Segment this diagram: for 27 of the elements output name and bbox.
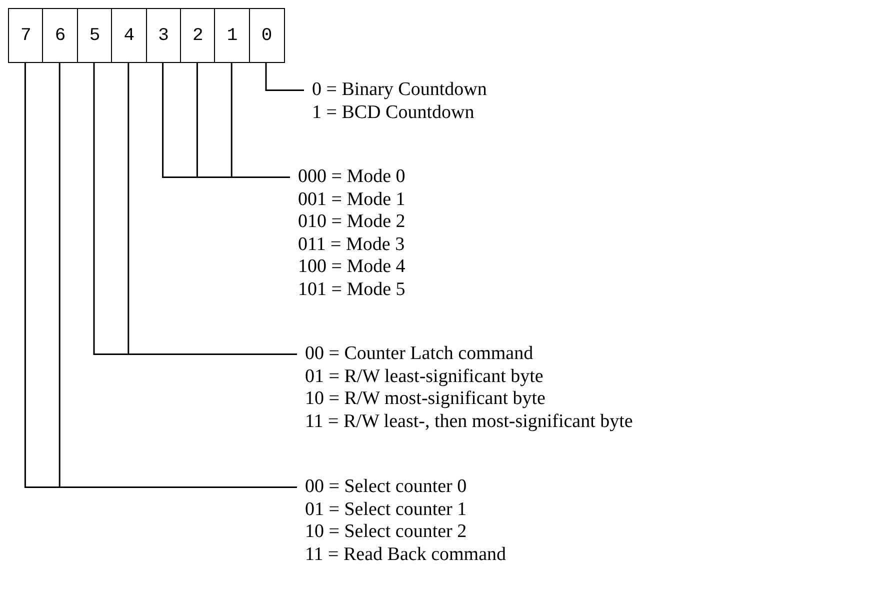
- code-description: 01 = Select counter 1: [305, 498, 467, 521]
- code-description: 1 = BCD Countdown: [312, 102, 474, 124]
- code-description: 001 = Mode 1: [298, 188, 406, 211]
- bit-cell: 4: [111, 8, 148, 63]
- code-description: 0 = Binary Countdown: [312, 79, 487, 102]
- leader-line: [230, 63, 290, 178]
- code-description: 010 = Mode 2: [298, 211, 406, 234]
- leader-line: [128, 63, 297, 355]
- code-description: 000 = Mode 0: [298, 166, 406, 188]
- code-description: 11 = R/W least-, then most-significant byte: [305, 410, 633, 433]
- code-description: 00 = Select counter 0: [305, 476, 467, 498]
- code-description: 100 = Mode 4: [298, 256, 406, 278]
- bit-cell: 2: [180, 8, 216, 63]
- code-description: 101 = Mode 5: [298, 278, 406, 301]
- leader-line: [265, 63, 304, 91]
- code-description: 10 = Select counter 2: [305, 521, 467, 544]
- bit-cell: 5: [76, 8, 113, 63]
- code-description: 011 = Mode 3: [298, 234, 405, 256]
- bit-cell: 7: [8, 8, 44, 63]
- bit-cell: 6: [42, 8, 78, 63]
- code-description: 01 = R/W least-significant byte: [305, 366, 544, 388]
- bit-cell: 0: [248, 8, 285, 63]
- code-description: 10 = R/W most-significant byte: [305, 388, 546, 410]
- code-description: 11 = Read Back command: [305, 544, 506, 566]
- code-description: 00 = Counter Latch command: [305, 343, 534, 366]
- bit-cell: 1: [214, 8, 250, 63]
- bit-cell: 3: [146, 8, 182, 63]
